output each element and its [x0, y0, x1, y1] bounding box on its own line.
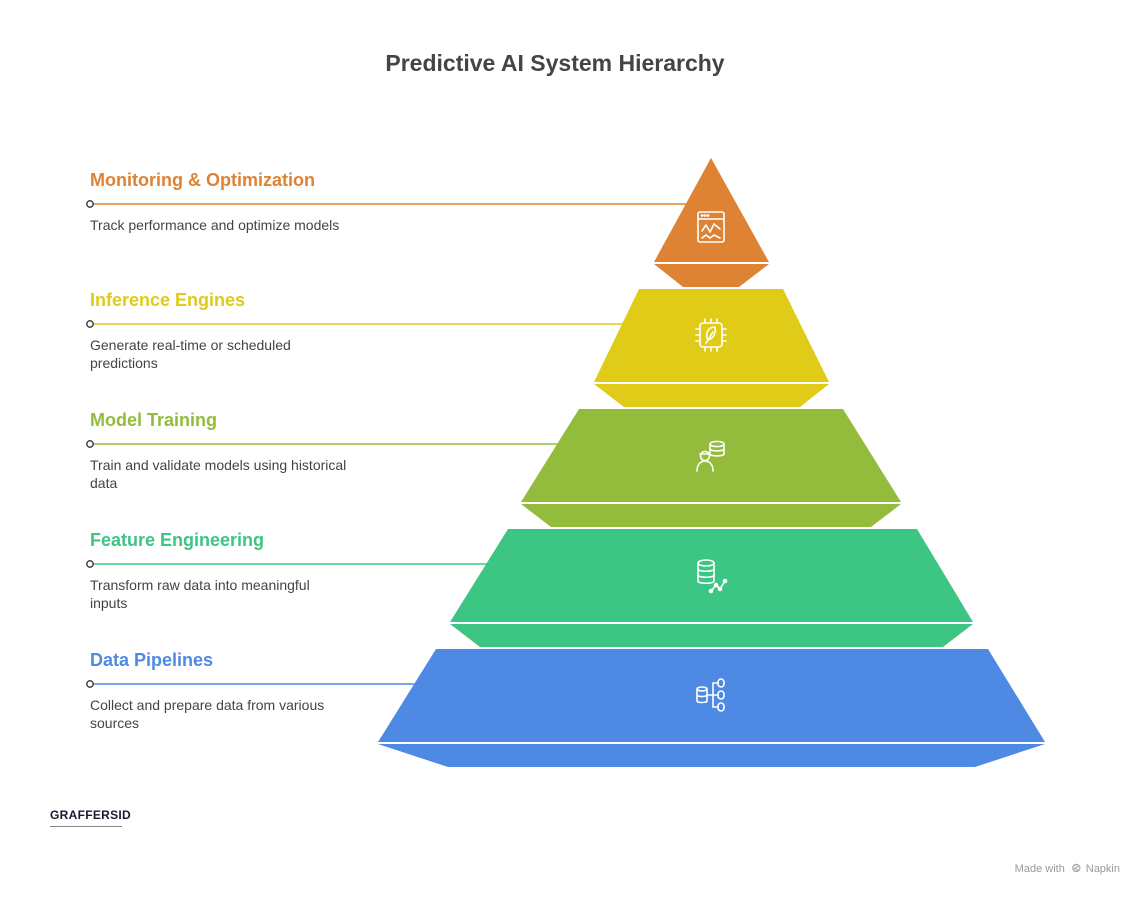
- logo-text: GRAFFERSID: [50, 808, 131, 822]
- database-network-icon: [696, 678, 725, 712]
- level-desc-2: Generate real-time or scheduled predicti…: [90, 337, 291, 371]
- processor-chip-icon: [695, 318, 727, 352]
- made-with-badge[interactable]: Made with ⧀ Napkin: [1015, 863, 1120, 876]
- connector-dot-3: [86, 440, 94, 448]
- level-title-1: Monitoring & Optimization: [90, 170, 315, 190]
- level-5-base: [378, 744, 1045, 767]
- level-4-base: [450, 624, 973, 647]
- connector-dot-5: [86, 680, 94, 688]
- level-title-4: Feature Engineering: [90, 530, 265, 550]
- level-1-face: [654, 158, 769, 262]
- level-4-face: [450, 529, 973, 622]
- connector-dot-2: [86, 320, 94, 328]
- level-1-base: [654, 264, 769, 287]
- monitor-chart-icon: [697, 211, 725, 243]
- napkin-logo-icon: ⧀: [1071, 863, 1081, 875]
- person-database-icon: [696, 440, 725, 472]
- pyramid-level-5: [86, 649, 1045, 767]
- made-with-label: Made with: [1014, 863, 1065, 875]
- pyramid-level-4: [86, 529, 973, 647]
- level-desc-5: Collect and prepare data from various so…: [90, 697, 325, 731]
- connector-dot-4: [86, 560, 94, 568]
- level-2-base: [594, 384, 829, 407]
- pyramid-level-3: [86, 409, 901, 527]
- napkin-brand: Napkin: [1085, 863, 1120, 875]
- pyramid-level-1: [86, 158, 769, 287]
- level-desc-4: Transform raw data into meaningful input…: [90, 577, 310, 611]
- connector-dot-1: [86, 200, 94, 208]
- company-logo: GRAFFERSID: [50, 806, 140, 830]
- logo-underline: [50, 826, 122, 829]
- level-desc-1: Track performance and optimize models: [90, 217, 340, 233]
- level-desc-3: Train and validate models using historic…: [90, 457, 347, 491]
- database-graph-icon: [697, 559, 728, 594]
- level-3-base: [521, 504, 901, 527]
- level-title-5: Data Pipelines: [90, 650, 214, 670]
- diagram-title: Predictive AI System Hierarchy: [385, 50, 725, 76]
- level-title-3: Model Training: [90, 410, 218, 430]
- pyramid-level-2: [86, 289, 829, 407]
- level-title-2: Inference Engines: [90, 290, 246, 310]
